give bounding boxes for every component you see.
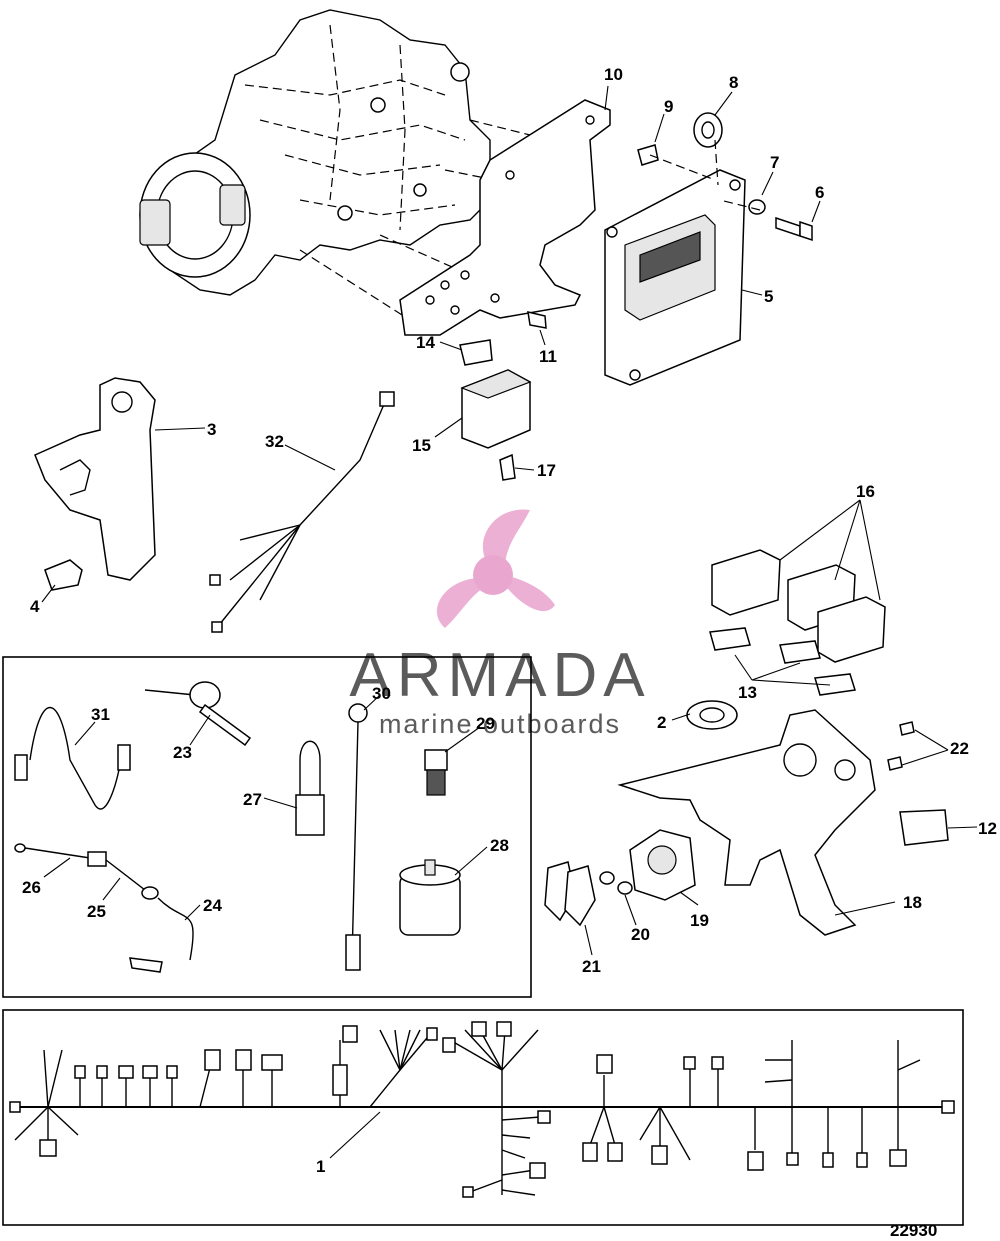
callout-23: 23 [173, 743, 192, 762]
logo-blade-top [482, 509, 530, 568]
callout-5: 5 [764, 287, 773, 306]
armada-logo: ARMADA marine outboards [349, 509, 650, 739]
callout-22: 22 [950, 739, 969, 758]
engine-housing [139, 9, 551, 321]
logo-hub [473, 555, 513, 595]
watermark-brand: ARMADA [349, 641, 650, 710]
relay-fuse-group [459, 339, 532, 481]
drawing-number: 22930 [890, 1221, 937, 1240]
callout-9: 9 [664, 97, 673, 116]
callout-17: 17 [537, 461, 556, 480]
callout-19: 19 [690, 911, 709, 930]
callout-numbers: 1 2 3 4 5 6 7 8 9 10 11 12 13 14 15 16 1… [22, 65, 997, 1176]
callout-20: 20 [631, 925, 650, 944]
callout-1: 1 [316, 1157, 325, 1176]
ecm-module [604, 169, 746, 386]
callout-28: 28 [490, 836, 509, 855]
callout-24: 24 [203, 896, 222, 915]
callout-27: 27 [243, 790, 262, 809]
callout-18: 18 [903, 893, 922, 912]
callout-6: 6 [815, 183, 824, 202]
harness-32 [209, 391, 395, 633]
callout-15: 15 [412, 436, 431, 455]
callout-14: 14 [416, 333, 435, 352]
ecm-mounting-bracket [399, 99, 611, 336]
callout-26: 26 [22, 878, 41, 897]
callout-25: 25 [87, 902, 106, 921]
callout-4: 4 [30, 597, 40, 616]
logo-blade-left [437, 578, 488, 628]
main-harness [9, 1021, 955, 1198]
callout-31: 31 [91, 705, 110, 724]
sensor-kit-box [2, 656, 532, 998]
callout-13: 13 [738, 683, 757, 702]
right-parts [544, 549, 949, 936]
callout-7: 7 [770, 153, 779, 172]
watermark-tagline: marine outboards [379, 709, 621, 739]
callout-2: 2 [657, 713, 666, 732]
callout-10: 10 [604, 65, 623, 84]
callout-11: 11 [539, 347, 557, 366]
box-parts [14, 681, 461, 973]
callout-16: 16 [856, 482, 875, 501]
callout-21: 21 [582, 957, 601, 976]
callout-30: 30 [372, 684, 391, 703]
main-harness-box [2, 1009, 964, 1226]
logo-blade-right [505, 576, 555, 612]
callout-32: 32 [265, 432, 284, 451]
callout-29: 29 [476, 714, 495, 733]
callout-12: 12 [978, 819, 997, 838]
bracket-left [34, 377, 156, 591]
fasteners-top [527, 112, 813, 329]
callout-8: 8 [729, 73, 738, 92]
leader-lines [41, 85, 978, 1159]
callout-3: 3 [207, 420, 216, 439]
